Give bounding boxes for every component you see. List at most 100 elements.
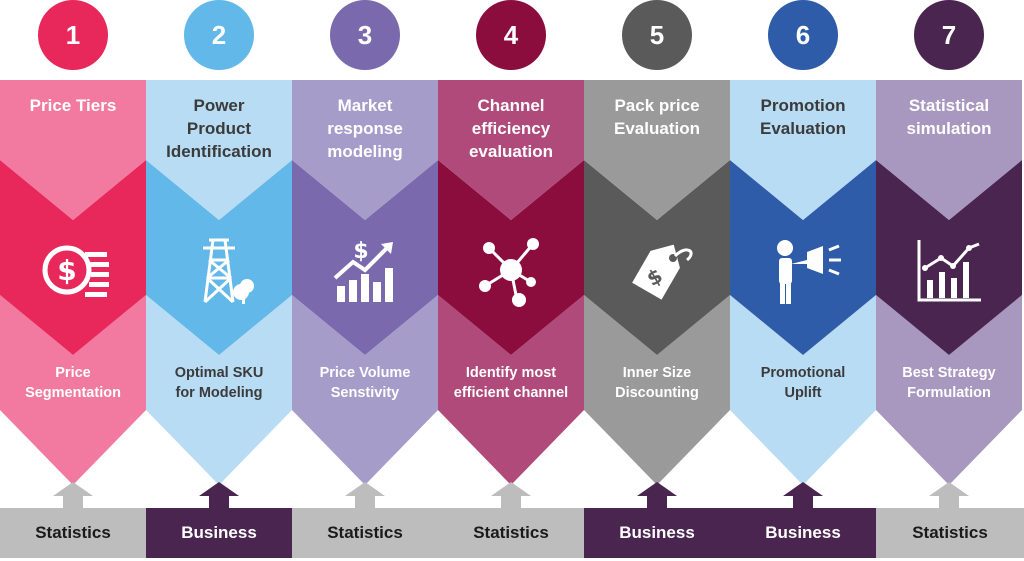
- step-title-line: Evaluation: [614, 119, 700, 138]
- step-number-circle-7: 7: [914, 0, 984, 70]
- footer-label-statistics: Statistics: [438, 508, 584, 558]
- step-chevron-shape: [292, 80, 438, 485]
- up-arrow-shape: [345, 482, 385, 508]
- chevron-bottom-band: [730, 295, 876, 485]
- step-subtitle-line: Senstivity: [330, 385, 400, 401]
- step-number-circle-3: 3: [330, 0, 400, 70]
- chevron-middle-band: [292, 160, 438, 355]
- up-arrow-icon: [491, 482, 531, 508]
- chevron-middle-band: [0, 160, 146, 355]
- step-number: 2: [211, 19, 227, 50]
- step-subtitle-line: Promotional: [760, 365, 846, 381]
- step-subtitle: Optimal SKU for Modeling: [146, 363, 292, 403]
- chevron-top-band: [584, 80, 730, 220]
- step-number-circle-6: 6: [768, 0, 838, 70]
- up-arrow-icon: [53, 482, 93, 508]
- up-arrow-icon: [199, 482, 239, 508]
- up-arrow-shape: [491, 482, 531, 508]
- chevron-bottom-band: [292, 295, 438, 485]
- chevron-top-band: [292, 80, 438, 220]
- step-number: 3: [357, 19, 373, 50]
- chevron-middle-band: [876, 160, 1022, 355]
- step-title-line: Product: [186, 119, 252, 138]
- up-arrow-shape: [783, 482, 823, 508]
- up-arrow-shape: [929, 482, 969, 508]
- step-number-circle-2: 2: [184, 0, 254, 70]
- chevron-top-band: [438, 80, 584, 220]
- price-growth-chart-icon: $: [325, 230, 405, 310]
- step-title: Price Tiers: [0, 94, 146, 117]
- svg-text:$: $: [353, 239, 368, 264]
- footer-label-business: Business: [730, 508, 876, 558]
- power-tower-icon: [179, 230, 259, 310]
- up-arrow-shape: [53, 482, 93, 508]
- up-arrow-icon: [345, 482, 385, 508]
- footer-label-statistics: Statistics: [292, 508, 438, 558]
- up-arrow-shape: [637, 482, 677, 508]
- step-title-line: modeling: [327, 142, 403, 161]
- step-column-4: Channel efficiency evaluation Identify mos…: [438, 80, 584, 485]
- step-number: 4: [503, 19, 519, 50]
- step-chevron-shape: [0, 80, 146, 485]
- up-arrow-shape: [199, 482, 239, 508]
- step-chevron-shape: [876, 80, 1022, 485]
- step-title-line: Pack price: [614, 96, 700, 115]
- up-arrow-icon: [929, 482, 969, 508]
- up-arrow-icon: [637, 482, 677, 508]
- chevron-bottom-band: [0, 295, 146, 485]
- chevron-top-band: [146, 80, 292, 220]
- step-subtitle-line: Formulation: [907, 385, 991, 401]
- step-title-line: Evaluation: [760, 119, 846, 138]
- step-subtitle-line: Segmentation: [25, 385, 121, 401]
- step-subtitle-line: Identify most: [465, 365, 557, 381]
- megaphone-person-icon: [763, 230, 843, 310]
- chevron-top-band: [0, 80, 146, 220]
- price-tag-icon: $: [617, 230, 697, 310]
- step-chevron-shape: [146, 80, 292, 485]
- chevron-bottom-band: [438, 295, 584, 485]
- step-title-line: Channel: [477, 96, 545, 115]
- footer-label-statistics: Statistics: [876, 508, 1024, 558]
- chevron-top-band: [876, 80, 1022, 220]
- chevron-top-band: [730, 80, 876, 220]
- step-subtitle: Identify most efficient channel: [438, 363, 584, 403]
- step-title-line: Promotion: [760, 96, 846, 115]
- chevron-bottom-band: [584, 295, 730, 485]
- step-title-line: efficiency: [471, 119, 551, 138]
- statistics-chart-icon: [909, 230, 989, 310]
- step-title-line: Price Tiers: [29, 96, 117, 115]
- step-subtitle-line: Optimal SKU: [174, 365, 264, 381]
- step-chevron-shape: [438, 80, 584, 485]
- footer-label-business: Business: [146, 508, 292, 558]
- step-subtitle-line: Best Strategy: [902, 365, 996, 381]
- step-subtitle-line: efficient channel: [453, 385, 569, 401]
- chevron-bottom-band: [146, 295, 292, 485]
- step-subtitle-line: for Modeling: [175, 385, 263, 401]
- step-number-circle-4: 4: [476, 0, 546, 70]
- step-number-circle-5: 5: [622, 0, 692, 70]
- step-number: 1: [65, 19, 81, 50]
- network-nodes-icon: [471, 230, 551, 310]
- step-subtitle-line: Uplift: [784, 385, 822, 401]
- footer-label-business: Business: [584, 508, 730, 558]
- step-title-line: Statistical: [908, 96, 990, 115]
- step-title-line: evaluation: [468, 142, 554, 161]
- step-title-line: Identification: [166, 142, 272, 161]
- step-title-line: Power: [193, 96, 245, 115]
